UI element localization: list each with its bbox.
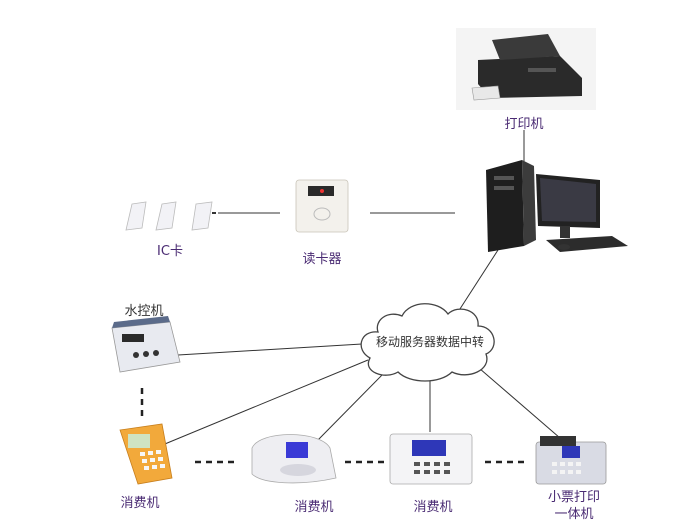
card-reader-icon [295, 179, 349, 233]
pos-terminal-icon [389, 433, 473, 485]
computer-icon [486, 160, 628, 252]
pos-2-label: 消费机 [294, 500, 334, 515]
desktop-pos-icon [251, 434, 337, 484]
printer-label: 打印机 [504, 117, 544, 132]
cloud-icon [360, 303, 495, 382]
pos-3-label: 消费机 [413, 500, 453, 515]
handheld-pos-icon [119, 423, 173, 485]
ic-card-label: IC卡 [157, 244, 183, 259]
water-cloud-link [177, 343, 363, 356]
water-controller-icon [111, 316, 181, 373]
pos4-cloud-link [471, 361, 561, 439]
pos2-cloud-link [315, 371, 386, 443]
ic-card-icon [125, 201, 213, 231]
receipt-pos-label-line1: 小票打印 [547, 490, 600, 505]
pos1-cloud-link [159, 359, 369, 447]
receipt-pos-icon [535, 436, 607, 485]
pos-1-label: 消费机 [120, 496, 160, 511]
card-reader-label: 读卡器 [302, 252, 342, 267]
cloud-label: 移动服务器数据中转 [375, 335, 484, 349]
water-controller-label: 水控机 [124, 304, 164, 319]
printer-icon [456, 28, 596, 110]
receipt-pos-label-line2: 一体机 [554, 507, 594, 522]
computer-cloud-link [457, 249, 499, 313]
